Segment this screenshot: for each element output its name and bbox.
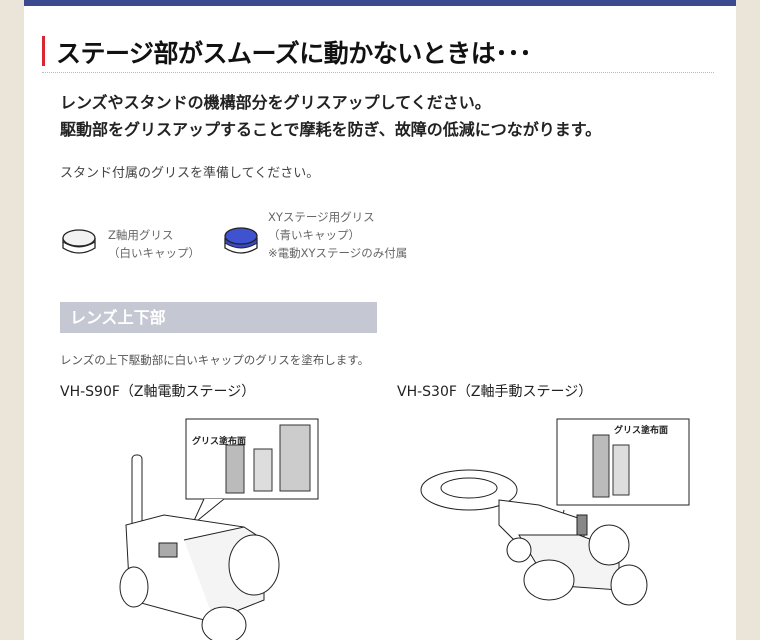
grease-text: ※電動XYステージのみ付属 — [268, 246, 408, 260]
grease-text: （青いキャップ） — [268, 228, 360, 242]
lead-line: 駆動部をグリスアップすることで摩耗を防ぎ、故障の低減につながります。 — [60, 120, 602, 139]
vh-s30f-diagram: グリス塗布面 — [420, 418, 690, 606]
prepare-note: スタンド付属のグリスを準備してください。 — [60, 166, 320, 181]
blue-grease-label: XYステージ用グリス （青いキャップ） ※電動XYステージのみ付属 — [268, 208, 407, 262]
callout-label: グリス塗布面 — [192, 435, 246, 447]
vh-s90f-diagram: グリス塗布面 — [119, 418, 319, 640]
section-header: レンズ上下部 — [60, 302, 377, 333]
blue-grease-icon — [224, 227, 258, 254]
grease-text: Z軸用グリス — [108, 228, 174, 242]
model-label: VH-S30F（Z軸手動ステージ） — [397, 384, 593, 400]
page-title: ステージ部がスムーズに動かないときは･･･ — [42, 34, 714, 73]
content-panel: ステージ部がスムーズに動かないときは･･･ レンズやスタンドの機構部分をグリスア… — [24, 0, 736, 640]
top-bar — [24, 0, 736, 6]
section-desc: レンズの上下駆動部に白いキャップのグリスを塗布します。 — [60, 353, 370, 367]
lead-line: レンズやスタンドの機構部分をグリスアップしてください。 — [60, 93, 491, 112]
grease-text: XYステージ用グリス — [268, 210, 375, 224]
title-text: ステージ部がスムーズに動かないときは･･･ — [56, 39, 532, 68]
lead-text: レンズやスタンドの機構部分をグリスアップしてください。 駆動部をグリスアップする… — [60, 89, 601, 143]
grease-text: （白いキャップ） — [108, 246, 200, 260]
white-grease-icon — [62, 229, 96, 254]
callout-label: グリス塗布面 — [614, 424, 668, 436]
white-grease-label: Z軸用グリス （白いキャップ） — [108, 226, 200, 262]
title-accent — [42, 36, 45, 66]
model-label: VH-S90F（Z軸電動ステージ） — [60, 384, 256, 400]
